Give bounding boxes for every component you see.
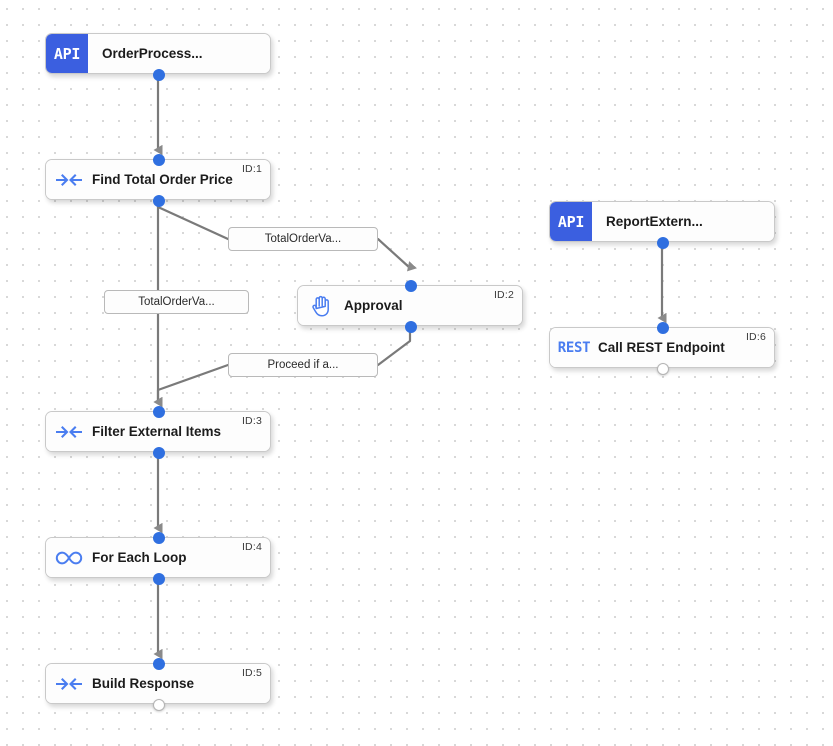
rest-badge-icon: REST — [550, 328, 598, 367]
node-label-call-rest-endpoint: Call REST Endpoint — [598, 340, 725, 355]
node-label-filter-external-items: Filter External Items — [92, 424, 222, 439]
edge-label-proceed-if-approved[interactable]: Proceed if a... — [228, 353, 378, 377]
output-port-build-response[interactable] — [153, 699, 165, 711]
input-port-build-response[interactable] — [153, 658, 165, 670]
node-id-filter-external-items: ID:3 — [241, 415, 262, 427]
node-id-approval: ID:2 — [493, 289, 514, 301]
input-port-approval[interactable] — [405, 280, 417, 292]
output-port-approval[interactable] — [405, 321, 417, 333]
node-id-call-rest-endpoint: ID:6 — [745, 331, 766, 343]
edge-label-total-order-value-lower[interactable]: TotalOrderVa... — [104, 290, 249, 314]
converge-arrows-icon — [46, 171, 92, 189]
node-call-rest-endpoint[interactable]: REST Call REST Endpoint ID:6 — [549, 322, 775, 375]
input-port-call-rest-endpoint[interactable] — [657, 322, 669, 334]
output-port-filter-external-items[interactable] — [153, 447, 165, 459]
input-port-for-each-loop[interactable] — [153, 532, 165, 544]
node-filter-external-items[interactable]: Filter External Items ID:3 — [45, 406, 271, 459]
api-badge-icon: API — [46, 34, 88, 73]
converge-arrows-icon — [46, 423, 92, 441]
node-report-external[interactable]: API ReportExtern... — [549, 201, 775, 249]
node-order-process[interactable]: API OrderProcess... — [45, 33, 271, 81]
node-find-total-order-price[interactable]: Find Total Order Price ID:1 — [45, 154, 271, 207]
edge-label-total-order-value-upper[interactable]: TotalOrderVa... — [228, 227, 378, 251]
output-port-for-each-loop[interactable] — [153, 573, 165, 585]
node-label-order-process: OrderProcess... — [102, 46, 203, 61]
node-for-each-loop[interactable]: For Each Loop ID:4 — [45, 532, 271, 585]
input-port-filter-external-items[interactable] — [153, 406, 165, 418]
node-build-response[interactable]: Build Response ID:5 — [45, 658, 271, 711]
node-id-find-total-order-price: ID:1 — [241, 163, 262, 175]
hand-raised-icon — [298, 295, 344, 317]
output-port-order-process[interactable] — [153, 69, 165, 81]
converge-arrows-icon — [46, 675, 92, 693]
api-badge-icon: API — [550, 202, 592, 241]
input-port-find-total-order-price[interactable] — [153, 154, 165, 166]
node-id-for-each-loop: ID:4 — [241, 541, 262, 553]
infinity-loop-icon — [46, 550, 92, 566]
node-id-build-response: ID:5 — [241, 667, 262, 679]
node-label-report-external: ReportExtern... — [606, 214, 703, 229]
output-port-call-rest-endpoint[interactable] — [657, 363, 669, 375]
output-port-report-external[interactable] — [657, 237, 669, 249]
node-approval[interactable]: Approval ID:2 — [297, 280, 523, 333]
node-label-build-response: Build Response — [92, 676, 195, 691]
node-label-for-each-loop: For Each Loop — [92, 550, 187, 565]
node-label-find-total-order-price: Find Total Order Price — [92, 172, 233, 187]
output-port-find-total-order-price[interactable] — [153, 195, 165, 207]
node-label-approval: Approval — [344, 298, 403, 313]
